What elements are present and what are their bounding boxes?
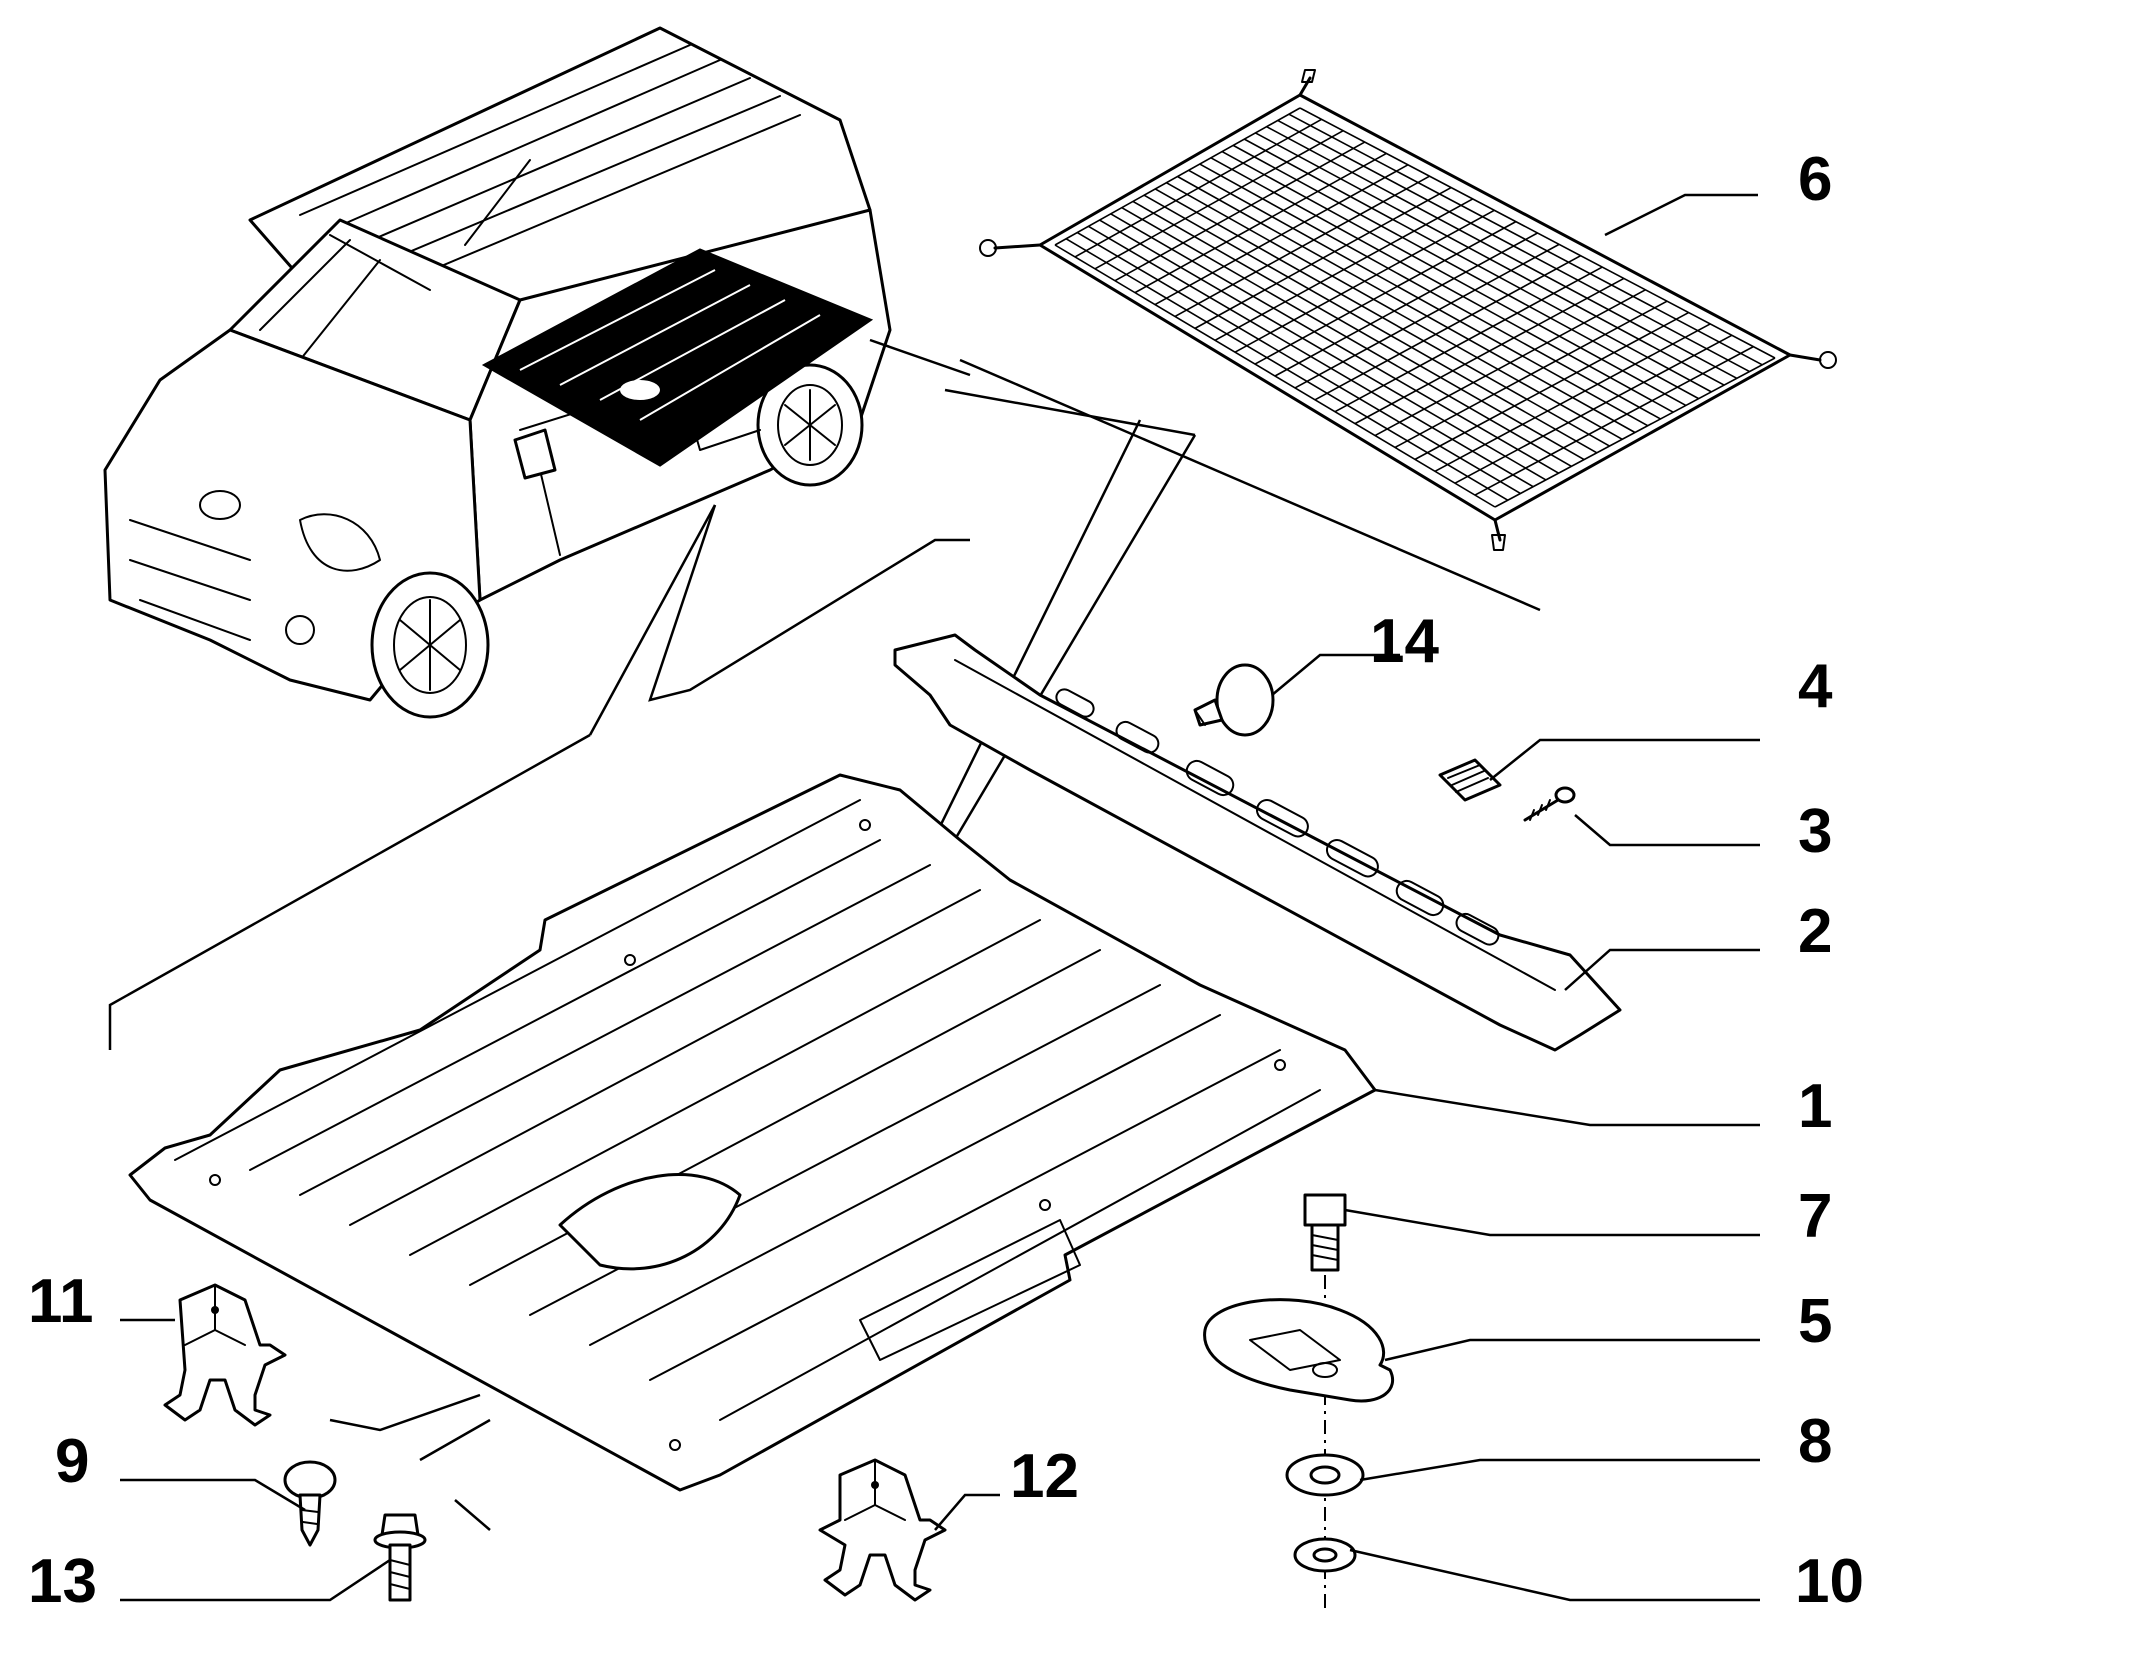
callout-labels: 6 14 4 3 2 1 7 5 8 10 11 12 9 13 — [28, 145, 1864, 1616]
screw — [1523, 786, 1576, 822]
anchor-plate — [1203, 1298, 1394, 1403]
net-strand — [1394, 300, 1668, 449]
net-strand — [1299, 107, 1776, 359]
floor-ribs — [249, 839, 1321, 1421]
net-strand — [1374, 289, 1646, 437]
net-strand — [1266, 125, 1738, 380]
net-strand — [1454, 334, 1733, 484]
net-strand — [1434, 323, 1711, 472]
net-strand — [1294, 243, 1560, 389]
callout-11: 11 — [28, 1267, 94, 1336]
callout-2: 2 — [1798, 897, 1832, 966]
push-fastener — [1193, 663, 1275, 737]
net-strand — [1494, 357, 1776, 508]
callout-7: 7 — [1798, 1182, 1832, 1251]
callout-4: 4 — [1798, 652, 1833, 721]
callout-8: 8 — [1798, 1407, 1832, 1476]
cross-member-slots — [1055, 688, 1500, 946]
callout-14: 14 — [1370, 607, 1439, 676]
net-strand — [1354, 277, 1625, 425]
clip — [1438, 758, 1502, 802]
callout-9: 9 — [55, 1427, 89, 1496]
callout-3: 3 — [1798, 797, 1832, 866]
leader-lines — [120, 193, 1760, 1602]
net-strand — [1334, 266, 1603, 413]
callout-5: 5 — [1798, 1287, 1832, 1356]
callout-1: 1 — [1798, 1072, 1832, 1141]
net-strand — [1474, 345, 1754, 496]
bracket-right — [818, 1458, 947, 1602]
floor-panel — [128, 773, 1377, 1492]
bolt — [1303, 1193, 1347, 1272]
net-strand — [1221, 150, 1687, 407]
callout-6: 6 — [1798, 145, 1832, 214]
net-strand — [1414, 311, 1690, 461]
net-strand — [1188, 169, 1649, 427]
washer-large — [1285, 1453, 1365, 1497]
van-illustration — [103, 26, 892, 719]
callout-13: 13 — [28, 1547, 97, 1616]
net-strand — [1210, 157, 1674, 413]
cargo-net — [979, 69, 1837, 551]
net-strand — [1243, 138, 1712, 393]
bracket-left — [163, 1283, 287, 1427]
net-strand — [1199, 163, 1661, 420]
net-strand — [1277, 119, 1750, 373]
net-strand — [1288, 113, 1763, 366]
push-rivet — [283, 1460, 337, 1547]
callout-10: 10 — [1795, 1547, 1864, 1616]
washer-small — [1293, 1537, 1357, 1573]
flange-bolt — [373, 1513, 427, 1602]
net-strand — [1274, 232, 1538, 377]
net-strand — [1314, 255, 1582, 401]
cross-member — [893, 633, 1622, 1052]
callout-12: 12 — [1010, 1442, 1079, 1511]
floor-holes — [209, 819, 1286, 1451]
net-strand — [1255, 132, 1725, 386]
net-strand — [1232, 144, 1700, 400]
